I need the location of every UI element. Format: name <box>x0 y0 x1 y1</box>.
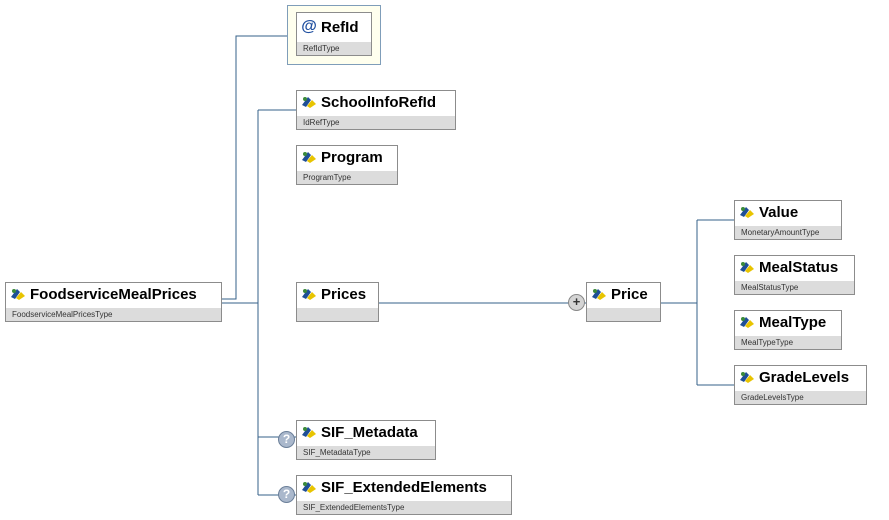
element-icon <box>301 150 317 164</box>
element-program-box[interactable]: Program ProgramType <box>296 145 398 185</box>
element-icon <box>301 95 317 109</box>
element-name: SIF_ExtendedElements <box>321 478 487 496</box>
element-icon <box>10 287 26 301</box>
element-type: IdRefType <box>297 116 455 129</box>
element-sif-metadata-box[interactable]: SIF_Metadata SIF_MetadataType <box>296 420 436 460</box>
element-name: Program <box>321 148 383 166</box>
element-name: FoodserviceMealPrices <box>30 285 197 303</box>
element-schoolinforefid-box[interactable]: SchoolInfoRefId IdRefType <box>296 90 456 130</box>
element-name: Prices <box>321 285 367 303</box>
element-icon <box>591 287 607 301</box>
element-mealstatus-box[interactable]: MealStatus MealStatusType <box>734 255 855 295</box>
element-icon <box>301 425 317 439</box>
element-type <box>587 308 660 321</box>
element-type: SIF_MetadataType <box>297 446 435 459</box>
root-element-box[interactable]: FoodserviceMealPrices FoodserviceMealPri… <box>5 282 222 322</box>
element-icon <box>301 287 317 301</box>
element-type: FoodserviceMealPricesType <box>6 308 221 321</box>
element-type: MonetaryAmountType <box>735 226 841 239</box>
attribute-connector <box>222 35 287 300</box>
element-name: GradeLevels <box>759 368 850 386</box>
element-name: MealStatus <box>759 258 839 276</box>
element-name: Price <box>611 285 648 303</box>
element-sif-extendedelements-box[interactable]: SIF_ExtendedElements SIF_ExtendedElement… <box>296 475 512 515</box>
element-mealtype-box[interactable]: MealType MealTypeType <box>734 310 842 350</box>
element-type <box>297 308 378 321</box>
element-icon <box>739 370 755 384</box>
expand-icon[interactable]: + <box>568 294 585 311</box>
element-type: MealTypeType <box>735 336 841 349</box>
element-icon <box>739 315 755 329</box>
optional-icon: ? <box>278 431 295 448</box>
element-icon <box>739 260 755 274</box>
attribute-type: RefIdType <box>297 42 371 55</box>
element-icon <box>739 205 755 219</box>
attribute-name: RefId <box>321 18 359 36</box>
at-sign-icon: @ <box>301 18 317 35</box>
element-name: Value <box>759 203 799 221</box>
attributes-frame: @RefId RefIdType <box>287 5 381 65</box>
optional-icon: ? <box>278 486 295 503</box>
element-name: SIF_Metadata <box>321 423 418 441</box>
element-price-box[interactable]: Price <box>586 282 661 322</box>
element-type: ProgramType <box>297 171 397 184</box>
element-icon <box>301 480 317 494</box>
element-type: GradeLevelsType <box>735 391 866 404</box>
element-value-box[interactable]: Value MonetaryAmountType <box>734 200 842 240</box>
element-name: MealType <box>759 313 827 331</box>
element-gradelevels-box[interactable]: GradeLevels GradeLevelsType <box>734 365 867 405</box>
element-type: SIF_ExtendedElementsType <box>297 501 511 514</box>
element-prices-box[interactable]: Prices <box>296 282 379 322</box>
attribute-refid-box[interactable]: @RefId RefIdType <box>296 12 372 56</box>
element-type: MealStatusType <box>735 281 854 294</box>
element-name: SchoolInfoRefId <box>321 93 436 111</box>
